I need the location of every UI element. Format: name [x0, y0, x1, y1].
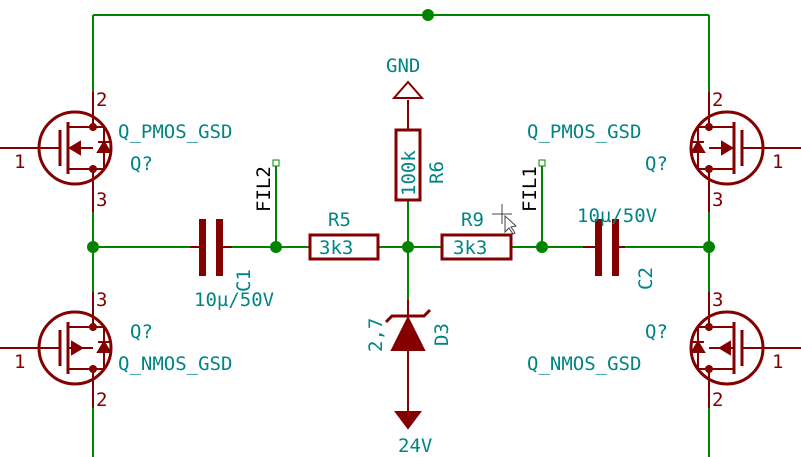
- arrow-icon: [68, 140, 81, 156]
- value-label: 10µ/50V: [194, 289, 274, 311]
- ref-label: C2: [635, 267, 657, 290]
- junction-center[interactable]: [402, 241, 414, 253]
- pin-source: 2: [96, 89, 107, 111]
- junction-fil1[interactable]: [536, 241, 548, 253]
- arrow-icon: [718, 340, 731, 356]
- ref-label: R9: [461, 209, 484, 231]
- zener-diode-d3[interactable]: 2,7 D3: [365, 300, 453, 376]
- power-gnd[interactable]: GND: [386, 55, 425, 99]
- value-label: Q_NMOS_GSD: [527, 353, 641, 375]
- value-label: Q_PMOS_GSD: [527, 121, 641, 143]
- capacitor-plate-icon: [612, 219, 619, 276]
- ref-label: C1: [233, 269, 255, 292]
- pin-gate: 1: [14, 351, 25, 373]
- capacitor-c2[interactable]: C2 10µ/50V: [577, 205, 657, 290]
- value-label: 3k3: [319, 237, 353, 259]
- pin-gate: 1: [772, 351, 783, 373]
- mosfet-body-icon: [689, 310, 765, 386]
- wires: [92, 14, 710, 457]
- value-label: 100k: [398, 150, 420, 196]
- mosfet-top-left-pmos[interactable]: 1 2 3 Q_PMOS_GSD Q?: [0, 89, 232, 212]
- capacitor-plate-icon: [595, 219, 602, 276]
- zener-bar-icon: [384, 308, 432, 324]
- pin-drain: 3: [96, 189, 107, 211]
- ref-label: Q?: [645, 321, 668, 343]
- diode-icon: [390, 315, 426, 351]
- ref-label: R5: [328, 209, 351, 231]
- mosfet-body-icon: [37, 310, 113, 386]
- diode-icon: [96, 340, 112, 353]
- pin-drain: 3: [712, 289, 723, 311]
- label-anchor-icon: [538, 159, 546, 167]
- capacitor-plate-icon: [199, 219, 206, 276]
- mosfet-bottom-right-nmos[interactable]: 1 3 2 Q? Q_NMOS_GSD: [527, 289, 801, 411]
- resistor-body-icon: [394, 128, 422, 202]
- junction-left-mid[interactable]: [87, 241, 99, 253]
- capacitor-plate-icon: [216, 219, 223, 276]
- label-fil1[interactable]: FIL1: [519, 159, 546, 212]
- mosfet-body-icon: [37, 110, 113, 186]
- resistor-r9[interactable]: R9 3k3: [440, 209, 513, 261]
- pin-source: 2: [712, 89, 723, 111]
- gnd-label: GND: [386, 55, 420, 77]
- pin-gate: 1: [772, 151, 783, 173]
- label-fil2[interactable]: FIL2: [253, 159, 280, 212]
- resistor-body-icon: [440, 233, 513, 261]
- value-label: 2,7: [365, 318, 387, 352]
- junction-top-rail[interactable]: [422, 9, 434, 21]
- ref-label: Q?: [130, 153, 153, 175]
- mosfet-top-right-pmos[interactable]: 1 2 3 Q_PMOS_GSD Q?: [527, 89, 801, 212]
- junctions: [87, 9, 715, 253]
- diode-icon: [96, 140, 112, 153]
- resistor-r5[interactable]: R5 3k3: [308, 209, 380, 261]
- diode-icon: [690, 340, 706, 353]
- pin-gate: 1: [14, 151, 25, 173]
- ref-label: R6: [426, 161, 448, 184]
- ref-label: D3: [431, 323, 453, 346]
- pin-source: 2: [712, 389, 723, 411]
- ref-label: Q?: [130, 321, 153, 343]
- diode-icon: [690, 140, 706, 153]
- gnd-arrow-icon: [391, 80, 425, 99]
- pin-drain: 3: [712, 189, 723, 211]
- mouse-pointer-icon: [504, 214, 518, 235]
- value-label: 10µ/50V: [577, 205, 657, 227]
- pin-drain: 3: [96, 289, 107, 311]
- value-label: 3k3: [453, 237, 487, 259]
- resistor-body-icon: [308, 233, 380, 261]
- arrow-icon: [721, 140, 734, 156]
- mosfet-body-icon: [689, 110, 765, 186]
- power-24v[interactable]: 24V: [394, 376, 432, 457]
- v24-label: 24V: [398, 435, 432, 457]
- fil2-text: FIL2: [253, 166, 275, 212]
- junction-fil2[interactable]: [270, 241, 282, 253]
- crosshair-cursor-icon: [492, 204, 518, 235]
- mosfet-bottom-left-nmos[interactable]: 1 3 2 Q? Q_NMOS_GSD: [0, 289, 232, 411]
- arrow-icon: [71, 340, 84, 356]
- pin-source: 2: [96, 389, 107, 411]
- power-arrow-icon: [394, 411, 422, 430]
- value-label: Q_PMOS_GSD: [118, 121, 232, 143]
- junction-right-mid[interactable]: [703, 241, 715, 253]
- resistor-r6[interactable]: 100k R6: [394, 100, 448, 202]
- label-anchor-icon: [272, 159, 280, 167]
- fil1-text: FIL1: [519, 166, 541, 212]
- ref-label: Q?: [645, 153, 668, 175]
- capacitor-c1[interactable]: C1 10µ/50V: [190, 219, 274, 311]
- value-label: Q_NMOS_GSD: [118, 353, 232, 375]
